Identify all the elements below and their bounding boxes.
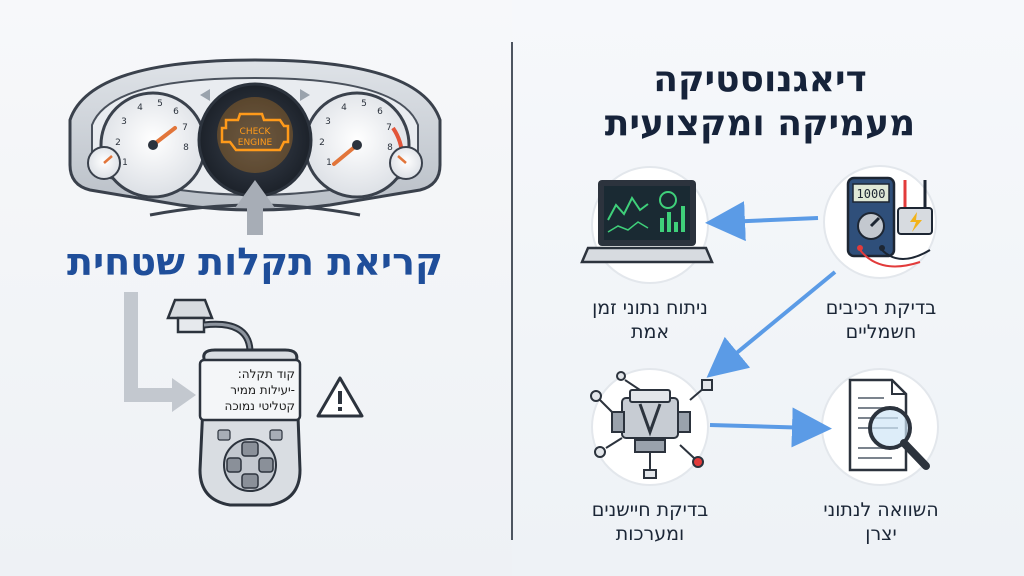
right-panel bbox=[512, 0, 1024, 576]
caption-manufacturer-compare: השוואה לנתוני יצרן bbox=[823, 499, 939, 545]
svg-text:6: 6 bbox=[377, 107, 383, 117]
svg-text:1: 1 bbox=[122, 158, 128, 168]
multimeter-icon: 1000 bbox=[846, 176, 933, 268]
svg-text:2: 2 bbox=[319, 138, 325, 148]
svg-text:5: 5 bbox=[361, 99, 367, 109]
scanner-screen-text: קוד תקלה: -יעילות ממיר קטליטי נמוכה bbox=[224, 367, 296, 413]
check-engine-label: CHECK bbox=[240, 127, 272, 137]
svg-text:7: 7 bbox=[182, 123, 188, 133]
multimeter-display: 1000 bbox=[857, 187, 886, 201]
up-arrow-icon bbox=[235, 180, 275, 235]
svg-text:3: 3 bbox=[121, 117, 127, 127]
svg-text:6: 6 bbox=[173, 107, 179, 117]
svg-text:7: 7 bbox=[386, 123, 392, 133]
document-compare-icon bbox=[848, 378, 930, 472]
svg-text:1: 1 bbox=[326, 158, 332, 168]
obd-scanner-device bbox=[198, 348, 302, 507]
svg-text:ENGINE: ENGINE bbox=[238, 138, 273, 148]
svg-text:8: 8 bbox=[183, 143, 189, 153]
l-arrow-icon bbox=[124, 292, 196, 412]
svg-text:3: 3 bbox=[325, 117, 331, 127]
laptop-analytics-icon bbox=[580, 180, 714, 264]
svg-text:4: 4 bbox=[341, 103, 347, 113]
check-engine-icon bbox=[220, 112, 290, 152]
caption-electrical-components: בדיקת רכיבים חשמליים bbox=[825, 297, 937, 343]
caption-realtime-analysis: ניתוח נתוני זמן אמת bbox=[592, 297, 708, 343]
svg-text:8: 8 bbox=[387, 143, 393, 153]
caption-sensors-systems: בדיקת חיישנים ומערכות bbox=[591, 499, 709, 545]
warning-icon bbox=[316, 376, 364, 418]
deep-diagnostics-title: דיאגנוסטיקה מעמיקה ומקצועית bbox=[604, 59, 916, 144]
flow-arrows bbox=[705, 201, 837, 448]
svg-text:4: 4 bbox=[137, 103, 143, 113]
svg-text:2: 2 bbox=[115, 138, 121, 148]
surface-reading-title: קריאת תקלות שטחית bbox=[67, 240, 443, 284]
engine-sensors-icon bbox=[590, 371, 713, 479]
panel-divider bbox=[511, 42, 513, 540]
svg-text:5: 5 bbox=[157, 99, 163, 109]
